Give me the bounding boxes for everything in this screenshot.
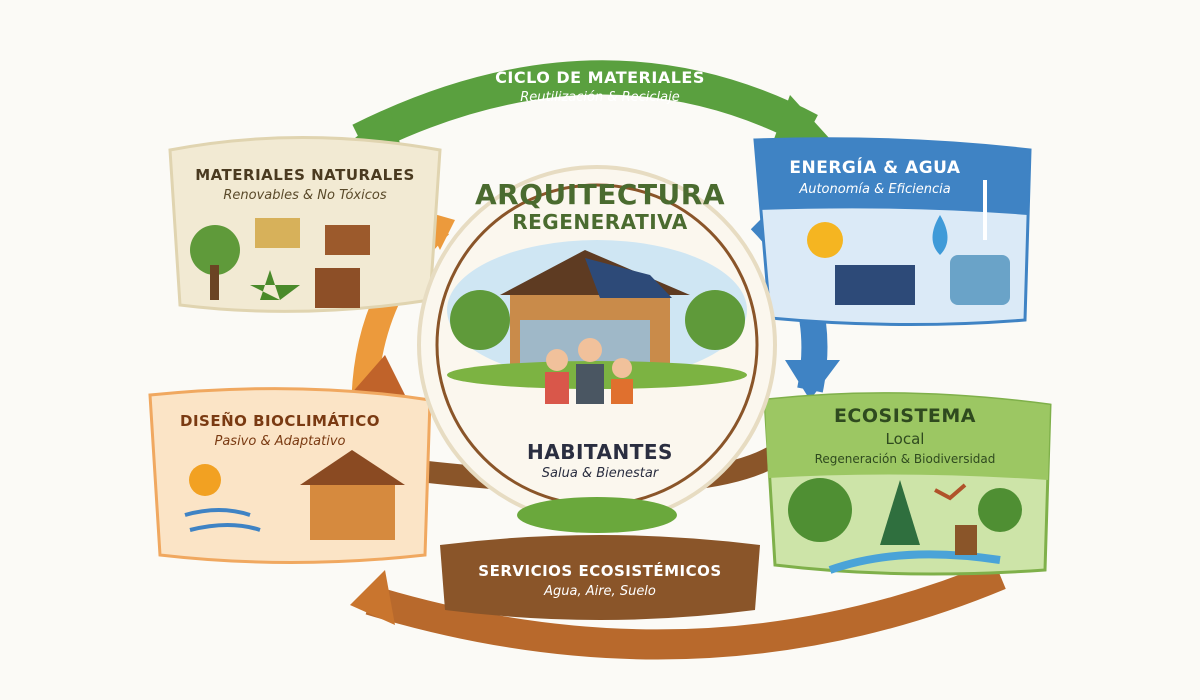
- arrow-head-down: [785, 360, 840, 400]
- materials-cycle-arrow: [352, 60, 818, 156]
- materiales-title: MATERIALES NATURALES: [195, 166, 415, 184]
- cycle-top-title: CICLO DE MATERIALES: [495, 68, 705, 87]
- cycle-top-subtitle: Reutilización & Reciclaje: [520, 90, 680, 105]
- sun-icon: [807, 222, 843, 258]
- bushes-illustration: [517, 497, 677, 533]
- servicios-subtitle: Agua, Aire, Suelo: [544, 584, 656, 599]
- arrow-head-right: [770, 95, 840, 150]
- bottom-cycle-arrow: [365, 561, 1006, 660]
- ecosistema-subtitle: Regeneración & Biodiversidad: [814, 452, 996, 466]
- main-title-line1: ARQUITECTURA: [474, 178, 726, 211]
- energia-title: ENERGÍA & AGUA: [789, 158, 961, 178]
- bioclimatic-house-icon: [310, 480, 395, 540]
- bricks-icon: [325, 225, 370, 255]
- servicios-banner: [440, 535, 760, 620]
- arrow-head-bottom-left: [350, 570, 395, 625]
- servicios-title: SERVICIOS ECOSISTÉMICOS: [478, 562, 722, 580]
- solar-panel-roof: [585, 258, 672, 298]
- ecosistema-title: ECOSISTEMA: [833, 405, 977, 427]
- energia-subtitle: Autonomía & Eficiencia: [799, 182, 951, 197]
- family-illustration: [545, 338, 633, 404]
- water-drop-icon: [932, 215, 948, 255]
- diseno-subtitle: Pasivo & Adaptativo: [214, 434, 346, 449]
- ecosistema-title2: Local: [885, 430, 925, 448]
- water-tank-icon: [950, 255, 1010, 305]
- solar-panel-icon: [835, 265, 915, 305]
- tree-icon: [190, 225, 240, 275]
- materiales-panel: [168, 136, 442, 313]
- materiales-subtitle: Renovables & No Tóxicos: [223, 188, 387, 203]
- diseno-title: DISEÑO BIOCLIMÁTICO: [180, 412, 380, 430]
- straw-bale-icon: [255, 218, 300, 248]
- hemp-leaf-icon: [250, 270, 300, 300]
- bird-icon: [934, 483, 967, 501]
- habitantes-title: HABITANTES: [527, 440, 673, 464]
- tree-illustration: [450, 290, 510, 350]
- forest-icon: [788, 478, 852, 542]
- sun-icon-diseno: [189, 464, 221, 496]
- deer-icon: [955, 525, 977, 555]
- river-icon: [828, 550, 1001, 574]
- arrow-head-mid-left: [350, 355, 405, 395]
- wind-icon: [184, 508, 261, 532]
- main-title-line2: REGENERATIVA: [512, 210, 688, 234]
- habitantes-subtitle: Salua & Bienestar: [541, 466, 659, 481]
